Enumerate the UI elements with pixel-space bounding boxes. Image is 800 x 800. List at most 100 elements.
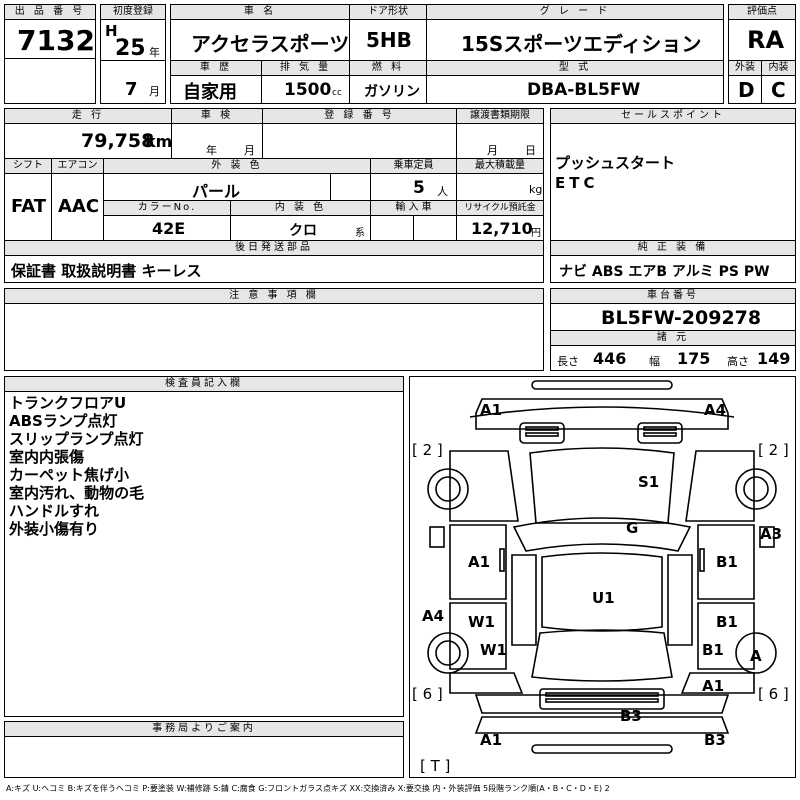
mileage-cell: 79,758 km (4, 123, 172, 159)
mark-front-left: A1 (480, 401, 502, 419)
score-cell: RA (728, 19, 796, 61)
inspection-cell: 年 月 (171, 123, 263, 159)
exterior-cell: D (728, 75, 762, 104)
ext-color-extra (330, 173, 371, 201)
inspector-note: 室内内張傷 (9, 448, 85, 466)
grade-cell: 15Sスポーツエディション (426, 19, 724, 61)
exterior-header: 外装 (728, 60, 762, 76)
notes-cell (4, 303, 544, 371)
doors-header: ドア形状 (349, 4, 427, 20)
ext-color-header: 外 装 色 (103, 158, 371, 174)
mark-trunk: [ T ] (420, 757, 450, 775)
office-header: 事務局よりご案内 (4, 721, 404, 737)
max-load-header: 最大積載量 (456, 158, 544, 174)
mark-right-rear-b: B1 (702, 641, 724, 659)
mark-left-rear-w: W1 (480, 641, 507, 659)
width: 175 (677, 349, 711, 368)
displacement-cell: 1500 cc (261, 75, 350, 104)
import-header: 輸 入 車 (370, 200, 457, 216)
doors-cell: 5HB (349, 19, 427, 61)
capacity-cell: 5 人 (370, 173, 457, 201)
height: 149 (757, 349, 791, 368)
inspector-note: カーペット焦げ小 (9, 466, 130, 484)
later-parts-header: 後日発送部品 (4, 240, 544, 256)
aircon-cell: AAC (51, 173, 104, 241)
width-label: 幅 (649, 355, 660, 368)
insp-year-unit: 年 (206, 144, 217, 157)
color-no: 42E (152, 219, 186, 238)
trans-month-unit: 月 (487, 144, 498, 157)
person-unit: 人 (437, 185, 448, 198)
inspector-note: ABSランプ点灯 (9, 412, 118, 430)
legend: A:キズ U:ヘコミ B:キズを伴うヘコミ P:要塗装 W:補修跡 S:錆 C:… (6, 784, 610, 793)
import-cell-a (370, 215, 414, 241)
exterior: D (738, 78, 755, 102)
shift-cell: FAT (4, 173, 52, 241)
yen-unit: 円 (531, 228, 541, 239)
mark-right-rear-circle: A (750, 647, 762, 665)
fuel: ガソリン (364, 84, 420, 100)
mark-right-bracket-top: [ 2 ] (758, 441, 789, 459)
aircon: AAC (58, 196, 100, 217)
lot-no-value: 7132 (17, 24, 95, 57)
recycle: 12,710 (471, 219, 533, 238)
mark-rear-left: A1 (480, 731, 502, 749)
inspector-note: 外装小傷有り (9, 520, 100, 538)
chassis-no: BL5FW-209278 (601, 307, 762, 329)
doors: 5HB (366, 28, 412, 52)
genuine-equip: ナビ ABS エアB アルミ PS PW (559, 264, 770, 280)
import-cell-b (413, 215, 457, 241)
inspector-note: スリップランプ点灯 (9, 430, 144, 448)
genuine-equip-header: 純 正 装 備 (550, 240, 796, 256)
aircon-header: エアコン (51, 158, 104, 174)
recycle-header: リサイクル預託金 (456, 200, 544, 216)
car-diagram-svg: A1 A4 [ 2 ] [ 2 ] S1 G A3 A1 B1 U1 W1 B1… (412, 380, 789, 775)
history-cell: 自家用 (170, 75, 262, 104)
mark-right-bracket-bottom: [ 6 ] (758, 685, 789, 703)
length-label: 長さ (557, 355, 579, 368)
model: DBA-BL5FW (527, 80, 641, 100)
first-reg-header: 初度登録 (100, 4, 166, 20)
reg-month: 7 (125, 79, 138, 100)
lot-no-header: 出 品 番 号 (4, 4, 96, 20)
grade: 15Sスポーツエディション (461, 32, 702, 56)
mileage: 79,758 (81, 130, 155, 152)
reg-no-cell (262, 123, 457, 159)
genuine-equip-cell: ナビ ABS エアB アルミ PS PW (550, 255, 796, 283)
history: 自家用 (183, 82, 237, 103)
model-header: 型 式 (426, 60, 724, 76)
mark-hood: S1 (638, 473, 659, 491)
color-no-header: カラーNo. (103, 200, 231, 216)
dimensions-header: 諸 元 (550, 330, 796, 346)
displacement: 1500 (284, 80, 332, 100)
car-name-cell: アクセラスポーツ (170, 19, 350, 61)
fuel-cell: ガソリン (349, 75, 427, 104)
sales-points-cell: プッシュスタート ETC (550, 123, 796, 241)
first-reg-cell: H 25 年 (100, 19, 166, 61)
mark-rear-right: B3 (704, 731, 726, 749)
mark-roof-front: G (626, 519, 638, 537)
transfer-cell: 月 日 (456, 123, 544, 159)
interior-header: 内装 (761, 60, 796, 76)
shift-header: シフト (4, 158, 52, 174)
mark-front-right: A4 (704, 401, 726, 419)
model-cell: DBA-BL5FW (426, 75, 724, 104)
mark-right-quarter: A1 (702, 677, 724, 695)
notes-header: 注 意 事 項 欄 (4, 288, 544, 304)
reg-no-header: 登 録 番 号 (262, 108, 457, 124)
later-parts: 保証書 取扱説明書 キーレス (11, 262, 202, 280)
shift: FAT (11, 196, 47, 217)
inspector-note: 室内汚れ、動物の毛 (9, 484, 145, 502)
max-load-cell: kg (456, 173, 544, 201)
transfer-header: 譲渡書類期限 (456, 108, 544, 124)
sales-points-header: セールスポイント (550, 108, 796, 124)
mileage-header: 走 行 (4, 108, 172, 124)
era: H (105, 22, 118, 40)
score: RA (747, 26, 785, 54)
mark-right-fender: A3 (760, 525, 782, 543)
mark-left-sill: A4 (422, 607, 444, 625)
ext-color: パール (192, 182, 241, 201)
score-header: 評価点 (728, 4, 796, 20)
recycle-cell: 12,710 円 (456, 215, 544, 241)
kei-unit: 系 (355, 228, 365, 239)
